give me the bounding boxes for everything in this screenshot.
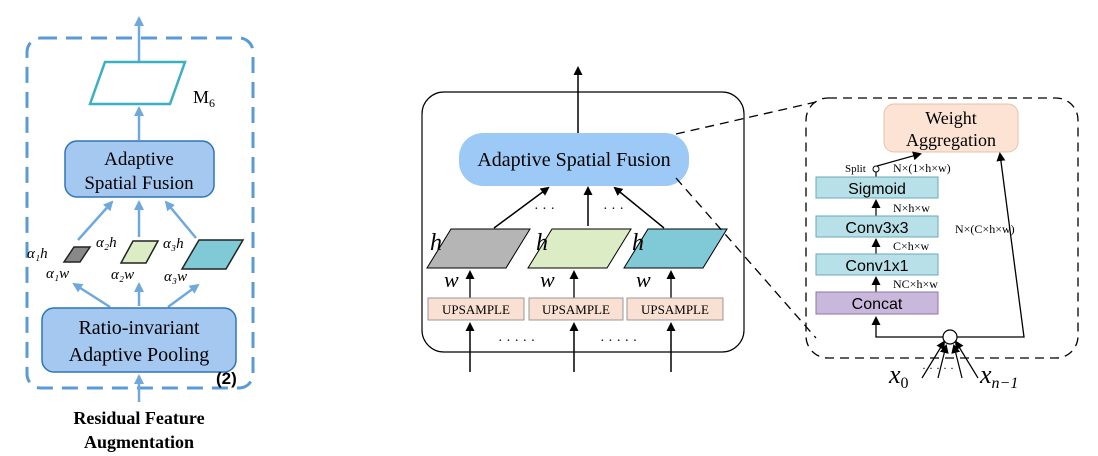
middle-w-label-2: w xyxy=(540,267,555,292)
middle-asf-label: Adaptive Spatial Fusion xyxy=(477,149,670,171)
right-panel: Weight Aggregation Split N×(1×h×w) Sigmo… xyxy=(805,97,1079,392)
scale2-w-label: α₂w xyxy=(111,267,134,283)
middle-border xyxy=(421,91,745,353)
map3-to-asf-arrow xyxy=(164,200,197,239)
middle-dots-top-1: · · · xyxy=(534,202,555,217)
scale3-map xyxy=(180,239,245,270)
middle-map1-to-asf xyxy=(493,186,550,229)
xn-label: xn−1 xyxy=(979,360,1018,392)
weight-aggregation-box xyxy=(883,103,1019,153)
zoom-connector-bottom xyxy=(675,177,817,339)
caption-line1: Residual Feature xyxy=(73,408,204,428)
conv1-box xyxy=(815,253,939,276)
map1-to-asf-arrow xyxy=(77,200,114,241)
conv3-box xyxy=(815,215,939,238)
split-dim: N×(1×h×w) xyxy=(893,161,951,175)
middle-asf-box xyxy=(459,133,689,186)
left-asf-line1: Adaptive xyxy=(104,149,174,170)
weight-line1: Weight xyxy=(925,108,977,128)
merge-to-weight-path xyxy=(957,152,1025,338)
concat-box xyxy=(815,291,939,315)
middle-map1 xyxy=(426,228,531,269)
upsample-label-2: UPSAMPLE xyxy=(542,302,610,317)
weight-line2: Aggregation xyxy=(906,130,996,150)
upsample-box-2 xyxy=(528,297,624,321)
sigmoid-label: Sigmoid xyxy=(848,181,906,198)
scale1-h-label: α₁h xyxy=(27,246,48,262)
dim-conv1: NC×h×w xyxy=(893,277,938,291)
scale2-h-label: α₂h xyxy=(96,235,117,251)
middle-h-label-3: h xyxy=(632,230,644,256)
zoom-connector-top xyxy=(675,101,817,135)
dim-conv3: C×h×w xyxy=(893,239,930,253)
pooling-line1: Ratio-invariant xyxy=(78,317,200,339)
m6-label: M6 xyxy=(193,87,215,110)
middle-dots-bottom-1: · · · · · xyxy=(498,334,535,349)
scale2-map xyxy=(119,240,160,264)
side-dim: N×(C×h×w) xyxy=(955,222,1015,236)
dim-sigmoid: N×h×w xyxy=(893,201,930,215)
middle-map2 xyxy=(527,228,632,269)
middle-panel: Adaptive Spatial Fusion · · · · · · h h … xyxy=(421,66,745,372)
pooling-box xyxy=(41,307,237,373)
pool-to-map1-arrow xyxy=(72,282,111,309)
split-node xyxy=(872,165,880,173)
scale1-map xyxy=(62,246,92,263)
left-asf-box xyxy=(64,140,215,198)
x0-label: x0 xyxy=(888,360,909,392)
middle-map3-to-asf xyxy=(613,186,665,229)
middle-dots-top-2: · · · xyxy=(603,202,624,217)
scale3-h-label: α₃h xyxy=(163,236,184,252)
middle-map3 xyxy=(623,228,728,269)
sigmoid-box xyxy=(815,176,939,199)
conv3-label: Conv3x3 xyxy=(845,220,908,237)
panel-number: (2) xyxy=(216,369,237,388)
middle-dots-bottom-2: · · · · · xyxy=(600,334,637,349)
right-dashed-border xyxy=(805,97,1079,359)
middle-w-label-3: w xyxy=(636,267,651,292)
scale3-w-label: α₃w xyxy=(164,269,187,285)
conv1-label: Conv1x1 xyxy=(845,258,908,275)
split-to-weight-arrow xyxy=(876,151,922,167)
middle-h-label-2: h xyxy=(536,230,548,256)
left-asf-line2: Spatial Fusion xyxy=(84,173,194,194)
scale1-w-label: α₁w xyxy=(46,266,69,282)
merge-to-concat-path xyxy=(871,316,943,338)
pool-to-map3-arrow xyxy=(167,283,200,309)
upsample-label-3: UPSAMPLE xyxy=(641,302,709,317)
x-dots: · · · · · xyxy=(922,361,954,375)
x-input-mid2 xyxy=(951,344,963,379)
middle-h-label-1: h xyxy=(430,230,442,256)
left-panel: M6 Adaptive Spatial Fusion α₁h α₁w α₂h α… xyxy=(25,16,255,452)
upsample-box-1 xyxy=(427,297,525,321)
middle-w-label-1: w xyxy=(444,267,459,292)
concat-label: Concat xyxy=(852,296,903,313)
x-input-right xyxy=(954,340,979,379)
split-label: Split xyxy=(845,163,866,175)
upsample-label-1: UPSAMPLE xyxy=(442,302,510,317)
merge-node xyxy=(942,329,958,345)
pooling-line2: Adaptive Pooling xyxy=(69,344,210,366)
caption-line2: Augmentation xyxy=(84,432,194,452)
m6-feature-map xyxy=(88,60,187,106)
x-input-mid1 xyxy=(937,344,949,379)
upsample-box-3 xyxy=(626,297,724,321)
